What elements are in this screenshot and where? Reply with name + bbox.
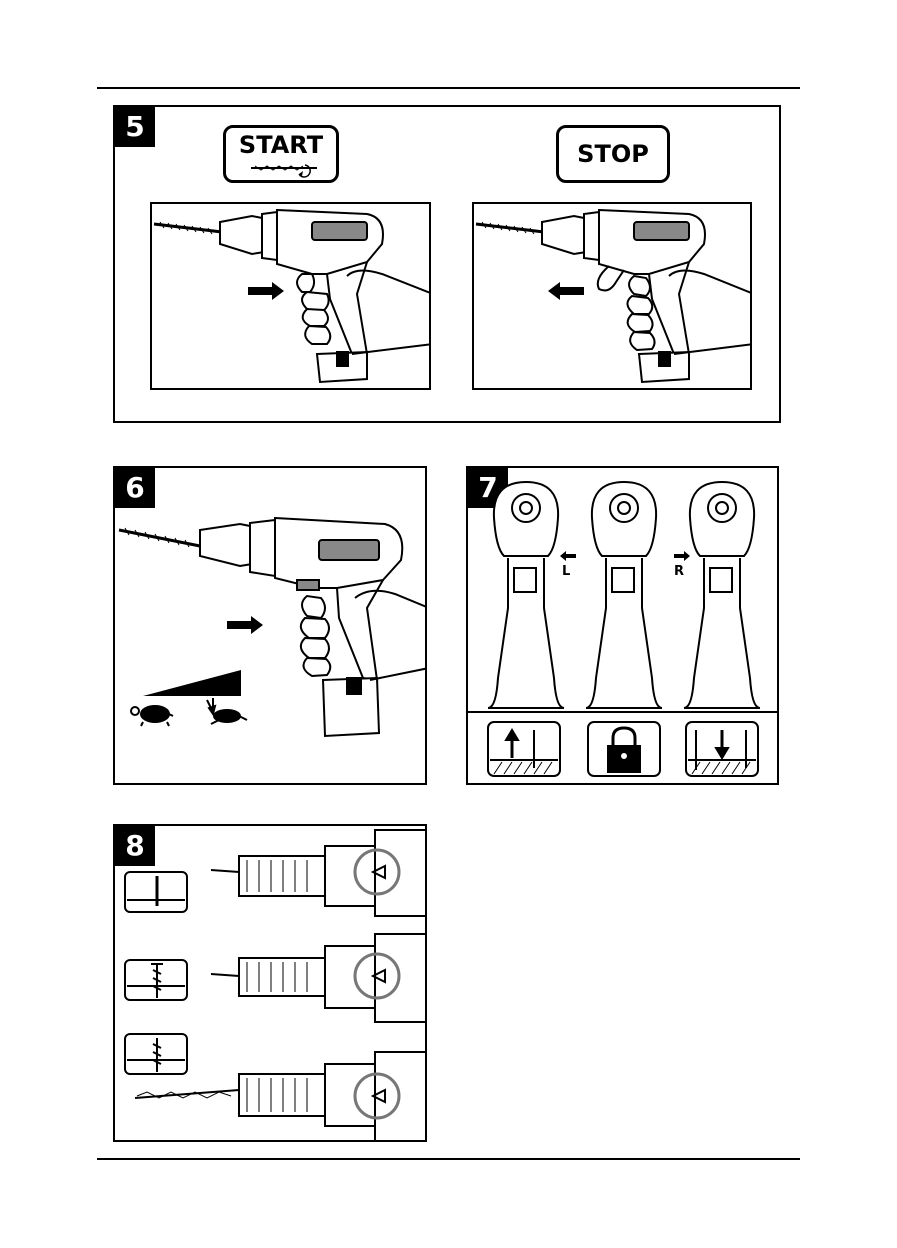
hare-icon [207,698,247,724]
drill-trigger-released-icon [474,204,752,390]
tortoise-icon [131,706,173,726]
forward-screw-icon [686,722,758,776]
start-text: START [226,130,336,160]
reverse-screw-icon [488,722,560,776]
direction-switch-illustration [468,468,779,785]
panel-number: 5 [115,107,155,147]
bottom-rule [97,1158,800,1160]
start-drill-illustration [150,202,431,390]
stop-text: STOP [559,128,667,180]
variable-speed-illustration [115,468,427,785]
padlock-icon [588,722,660,776]
start-label: START [223,125,339,183]
left-direction-letter: L [562,564,570,579]
stop-label: STOP [556,125,670,183]
drill-trigger-pressed-icon [152,204,431,390]
drill-bit-rotation-icon [229,160,339,180]
right-direction-letter: R [674,564,684,579]
torque-setting-illustration [115,826,427,1142]
panel-5: 5 START STOP [113,105,781,423]
panel-6: 6 [113,466,427,785]
top-rule [97,87,800,89]
panel-7: 7 [466,466,779,785]
panel-8: 8 [113,824,427,1142]
stop-drill-illustration [472,202,752,390]
